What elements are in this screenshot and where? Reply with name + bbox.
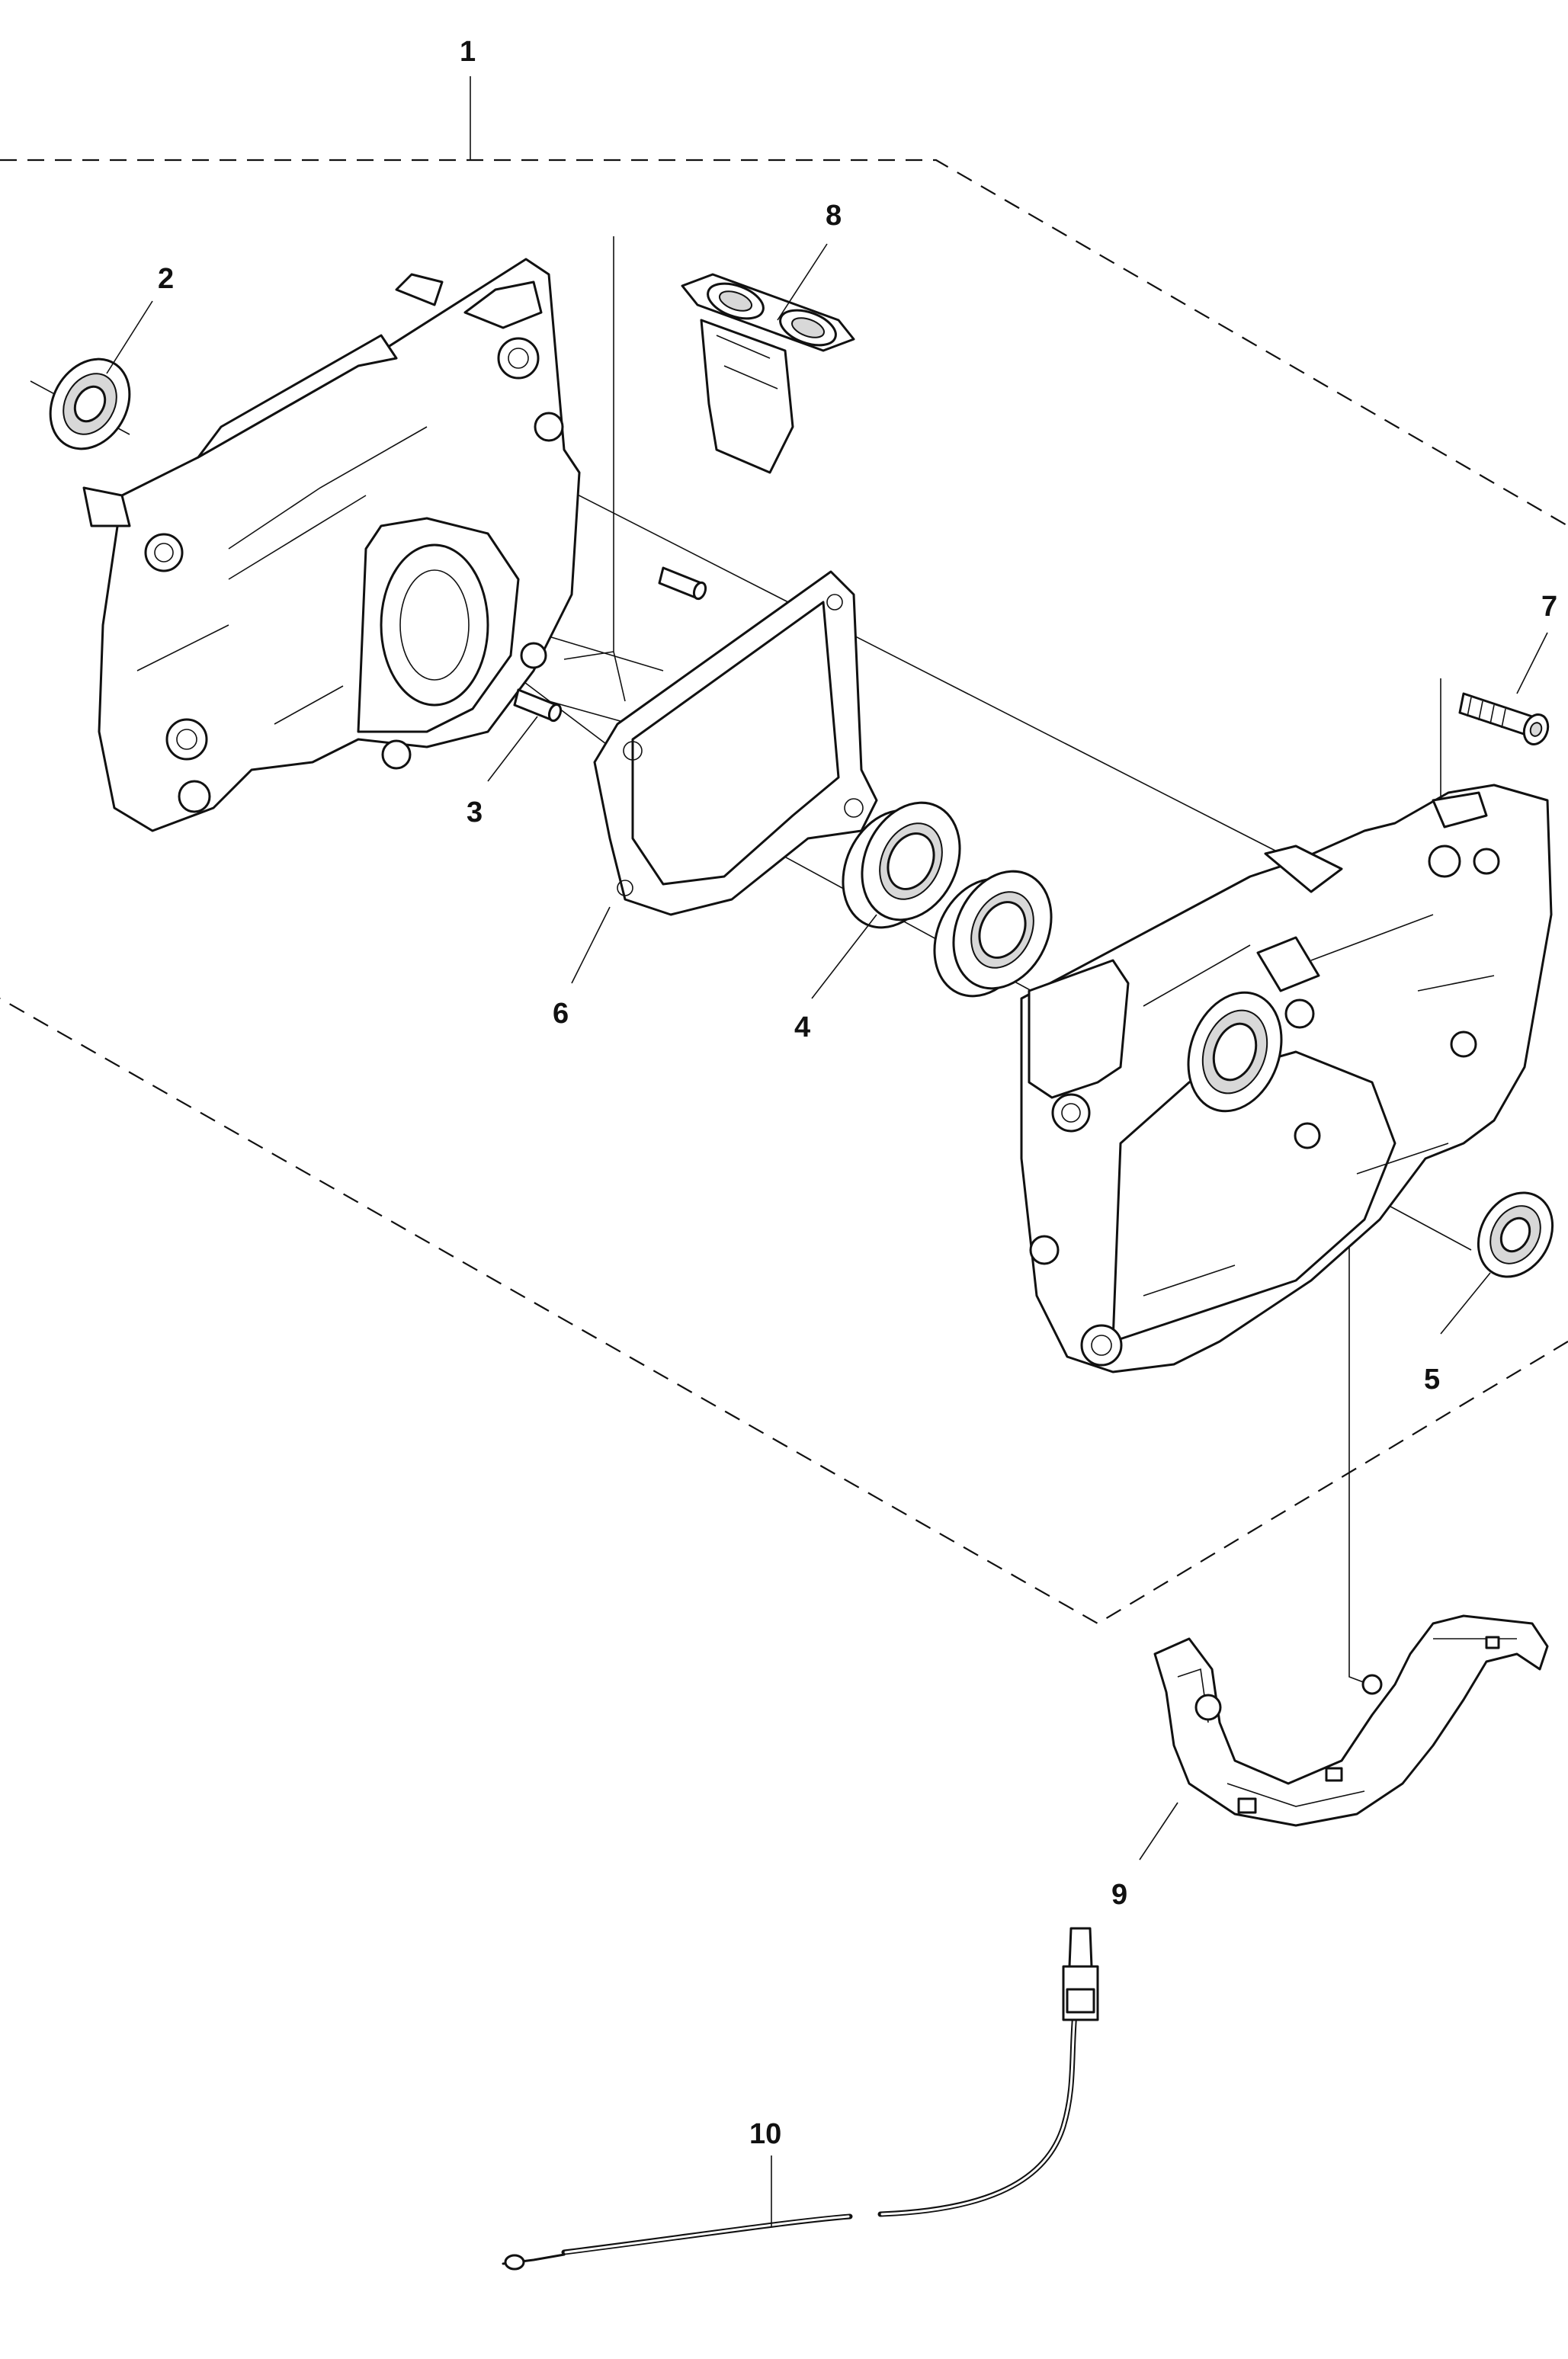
leader-3 bbox=[487, 716, 538, 782]
leader-4 bbox=[811, 914, 877, 999]
callout-7: 7 bbox=[1541, 591, 1557, 623]
part-6-gasket bbox=[593, 570, 878, 916]
callout-6: 6 bbox=[553, 998, 569, 1030]
crankcase-left-half bbox=[82, 258, 581, 832]
part-4-bearing-a bbox=[842, 801, 961, 929]
part-2-seal-left bbox=[49, 357, 131, 450]
leader-7 bbox=[1516, 632, 1548, 694]
leader-6 bbox=[571, 906, 611, 984]
callout-5: 5 bbox=[1424, 1364, 1440, 1396]
part-7-screw bbox=[1458, 692, 1550, 745]
callout-10: 10 bbox=[749, 2118, 781, 2150]
leader-8 bbox=[777, 243, 828, 321]
part-10-wire bbox=[502, 1927, 1099, 2271]
callout-1: 1 bbox=[460, 36, 476, 68]
callout-4: 4 bbox=[794, 1011, 810, 1043]
centerline-upper bbox=[563, 487, 1312, 870]
callout-3: 3 bbox=[467, 796, 483, 829]
part-8-intake-manifold bbox=[681, 273, 855, 474]
crankcase-right-half bbox=[1020, 784, 1553, 1373]
assembly-boundary bbox=[0, 159, 1568, 1625]
leader-9 bbox=[1139, 1802, 1178, 1861]
leader-2 bbox=[106, 300, 153, 374]
part-3-dowel-pins bbox=[513, 566, 707, 723]
part-9-bracket bbox=[1153, 1614, 1549, 1827]
callout-9: 9 bbox=[1111, 1879, 1127, 1911]
leader-5 bbox=[1440, 1272, 1491, 1335]
callout-8: 8 bbox=[826, 200, 842, 232]
callout-2: 2 bbox=[158, 263, 174, 295]
part-5-seal-right bbox=[1477, 1191, 1554, 1278]
part-4-bearing-b bbox=[933, 870, 1053, 998]
